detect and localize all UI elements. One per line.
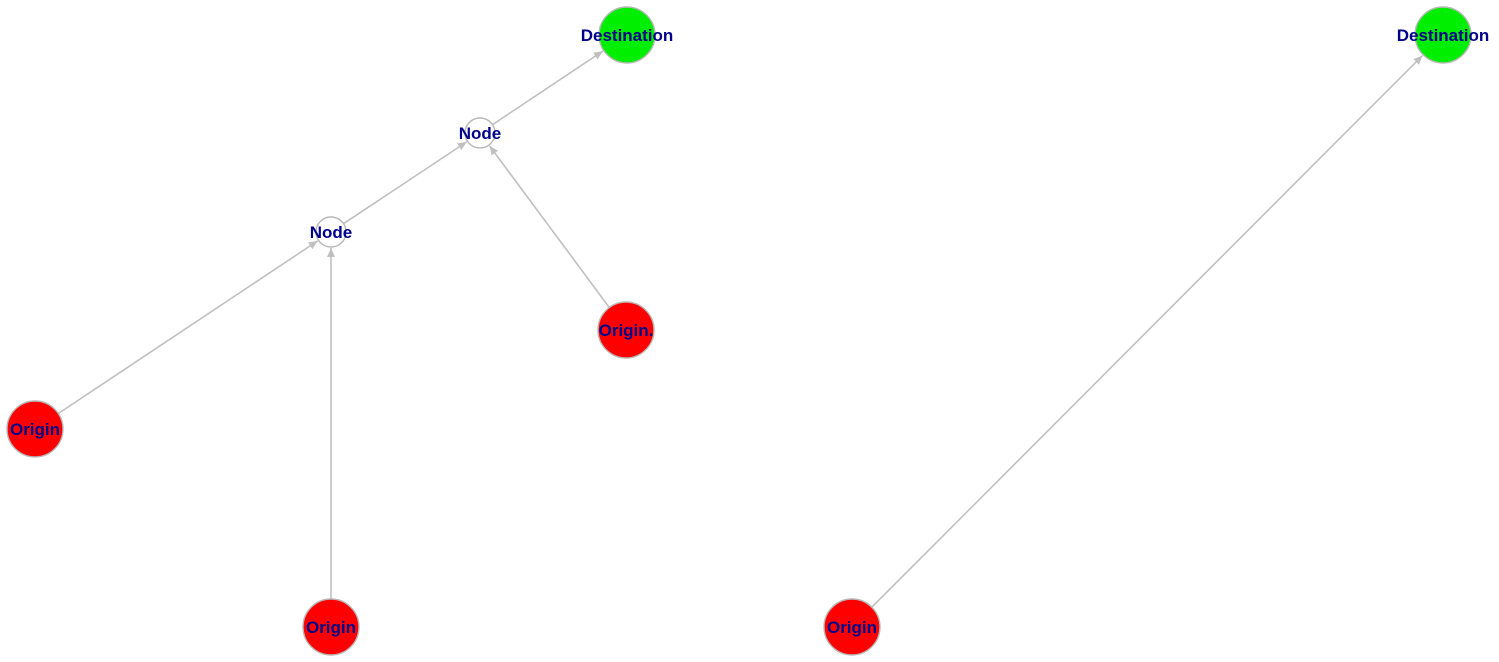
node-label: Destination <box>1397 26 1490 45</box>
nodes-layer: DestinationNodeNodeOrigin.OriginOriginDe… <box>6 6 1490 656</box>
destination-node-circle[interactable] <box>1414 6 1472 64</box>
node-a-node-top[interactable]: Node <box>459 117 502 149</box>
origin-node-circle[interactable] <box>597 301 655 359</box>
node-label: Origin <box>306 618 356 637</box>
node-label: Node <box>310 223 353 242</box>
graph-1-edges <box>57 50 610 599</box>
node-a-origin-right[interactable]: Origin. <box>597 301 655 359</box>
node-label: Node <box>459 124 502 143</box>
edges-layer <box>57 50 1424 608</box>
intermediate-node-circle[interactable] <box>315 216 347 248</box>
node-a-origin-left[interactable]: Origin <box>6 400 64 458</box>
node-label: Origin <box>10 420 60 439</box>
edge-b-origin-to-b-destination <box>871 54 1424 608</box>
intermediate-node-circle[interactable] <box>464 117 496 149</box>
node-a-origin-bottom[interactable]: Origin <box>302 598 360 656</box>
origin-node-circle[interactable] <box>823 598 881 656</box>
edge-a-origin-right-to-a-node-top <box>488 145 610 308</box>
graph-2-edges <box>871 54 1424 608</box>
node-b-origin[interactable]: Origin <box>823 598 881 656</box>
node-b-destination[interactable]: Destination <box>1397 6 1490 64</box>
node-a-destination[interactable]: Destination <box>581 6 674 64</box>
origin-node-circle[interactable] <box>6 400 64 458</box>
edge-a-node-top-to-a-destination <box>492 50 604 126</box>
node-label: Origin. <box>599 321 654 340</box>
edge-a-origin-left-to-a-node-mid <box>57 240 319 415</box>
destination-node-circle[interactable] <box>598 6 656 64</box>
node-label: Destination <box>581 26 674 45</box>
node-a-node-mid[interactable]: Node <box>310 216 353 248</box>
edge-a-node-mid-to-a-node-top <box>343 141 468 225</box>
origin-node-circle[interactable] <box>302 598 360 656</box>
node-label: Origin <box>827 618 877 637</box>
